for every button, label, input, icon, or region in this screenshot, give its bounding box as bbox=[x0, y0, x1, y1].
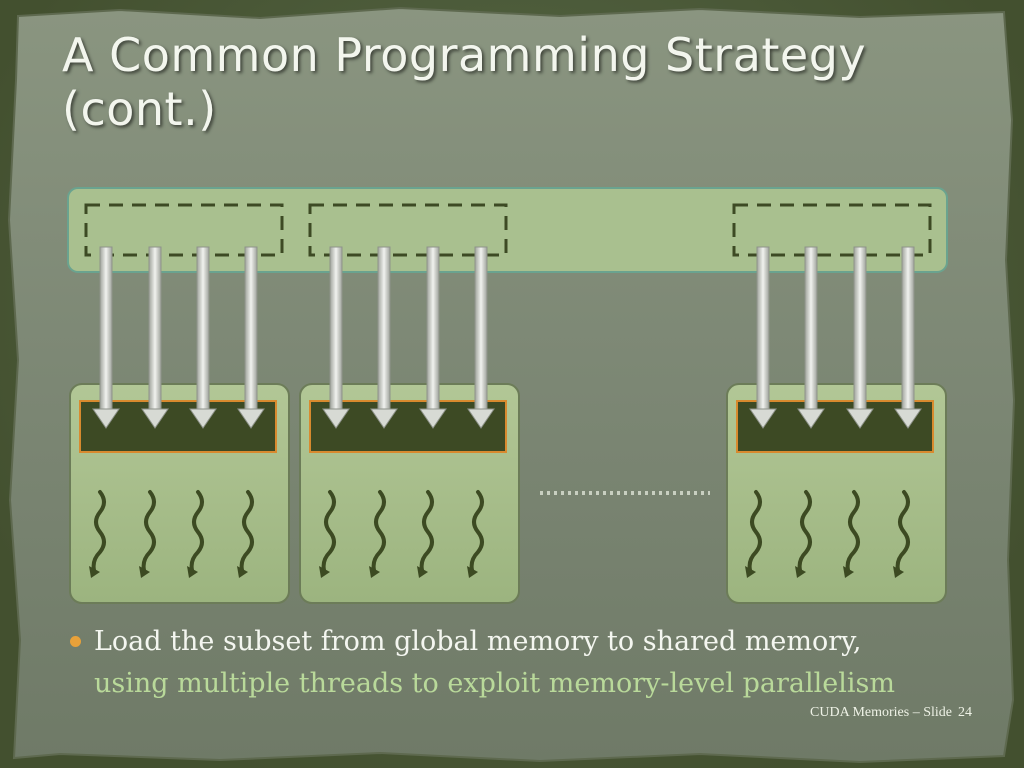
thread-arrowhead bbox=[467, 566, 478, 578]
load-arrow-shaft bbox=[99, 246, 113, 410]
load-arrow-shaft bbox=[244, 246, 258, 410]
load-arrow-shaft bbox=[474, 246, 488, 410]
load-arrow-shaft bbox=[426, 246, 440, 410]
thread-icon bbox=[239, 490, 254, 572]
load-arrow-shaft bbox=[148, 246, 162, 410]
global-memory-tile bbox=[84, 203, 284, 257]
thread-icon bbox=[321, 490, 336, 572]
bullet-text-line-1: Load the subset from global memory to sh… bbox=[94, 626, 862, 657]
thread-icon bbox=[371, 490, 386, 572]
load-arrow-shaft bbox=[329, 246, 343, 410]
load-arrow-shaft bbox=[196, 246, 210, 410]
global-memory-tile bbox=[732, 203, 932, 257]
thread-arrowhead bbox=[89, 566, 100, 578]
load-arrow-head bbox=[749, 408, 777, 429]
slide-footer: CUDA Memories – Slide 24 bbox=[700, 705, 972, 721]
load-arrow-shaft bbox=[377, 246, 391, 410]
load-arrow-shaft bbox=[853, 246, 867, 410]
thread-icon bbox=[797, 490, 812, 572]
load-arrow-shaft bbox=[756, 246, 770, 410]
thread-arrowhead bbox=[843, 566, 854, 578]
footer-text: CUDA Memories – Slide bbox=[810, 705, 952, 720]
load-arrow-head bbox=[467, 408, 495, 429]
load-arrow-head bbox=[370, 408, 398, 429]
thread-icon bbox=[419, 490, 434, 572]
thread-icon bbox=[845, 490, 860, 572]
slide-number: 24 bbox=[958, 705, 972, 720]
global-memory-tiles bbox=[84, 203, 932, 257]
thread-icon bbox=[91, 490, 106, 572]
thread-arrowhead bbox=[745, 566, 756, 578]
thread-arrowhead bbox=[795, 566, 806, 578]
slide-title: A Common Programming Strategy (cont.) bbox=[62, 28, 867, 136]
thread-icon bbox=[141, 490, 156, 572]
thread-arrowhead bbox=[417, 566, 428, 578]
thread-icon bbox=[895, 490, 910, 572]
load-arrow-head bbox=[141, 408, 169, 429]
load-arrows bbox=[92, 246, 922, 429]
thread-arrowhead bbox=[369, 566, 380, 578]
load-arrow-head bbox=[797, 408, 825, 429]
load-arrow-head bbox=[894, 408, 922, 429]
thread-arrowhead bbox=[187, 566, 198, 578]
load-arrow-head bbox=[846, 408, 874, 429]
load-arrow-head bbox=[189, 408, 217, 429]
thread-icon bbox=[469, 490, 484, 572]
thread-icon bbox=[747, 490, 762, 572]
bullet-text-line-2: using multiple threads to exploit memory… bbox=[94, 668, 895, 699]
thread-arrowhead bbox=[139, 566, 150, 578]
thread-arrowhead bbox=[237, 566, 248, 578]
load-arrow-head bbox=[92, 408, 120, 429]
thread-arrowhead bbox=[319, 566, 330, 578]
load-arrow-shaft bbox=[901, 246, 915, 410]
thread-blocks bbox=[69, 383, 947, 604]
load-arrow-head bbox=[419, 408, 447, 429]
thread-arrowhead bbox=[893, 566, 904, 578]
load-arrow-head bbox=[322, 408, 350, 429]
load-arrow-shaft bbox=[804, 246, 818, 410]
global-memory-tile bbox=[308, 203, 508, 257]
load-arrow-head bbox=[237, 408, 265, 429]
thread-icon bbox=[189, 490, 204, 572]
bullet-dot-icon bbox=[70, 636, 81, 647]
